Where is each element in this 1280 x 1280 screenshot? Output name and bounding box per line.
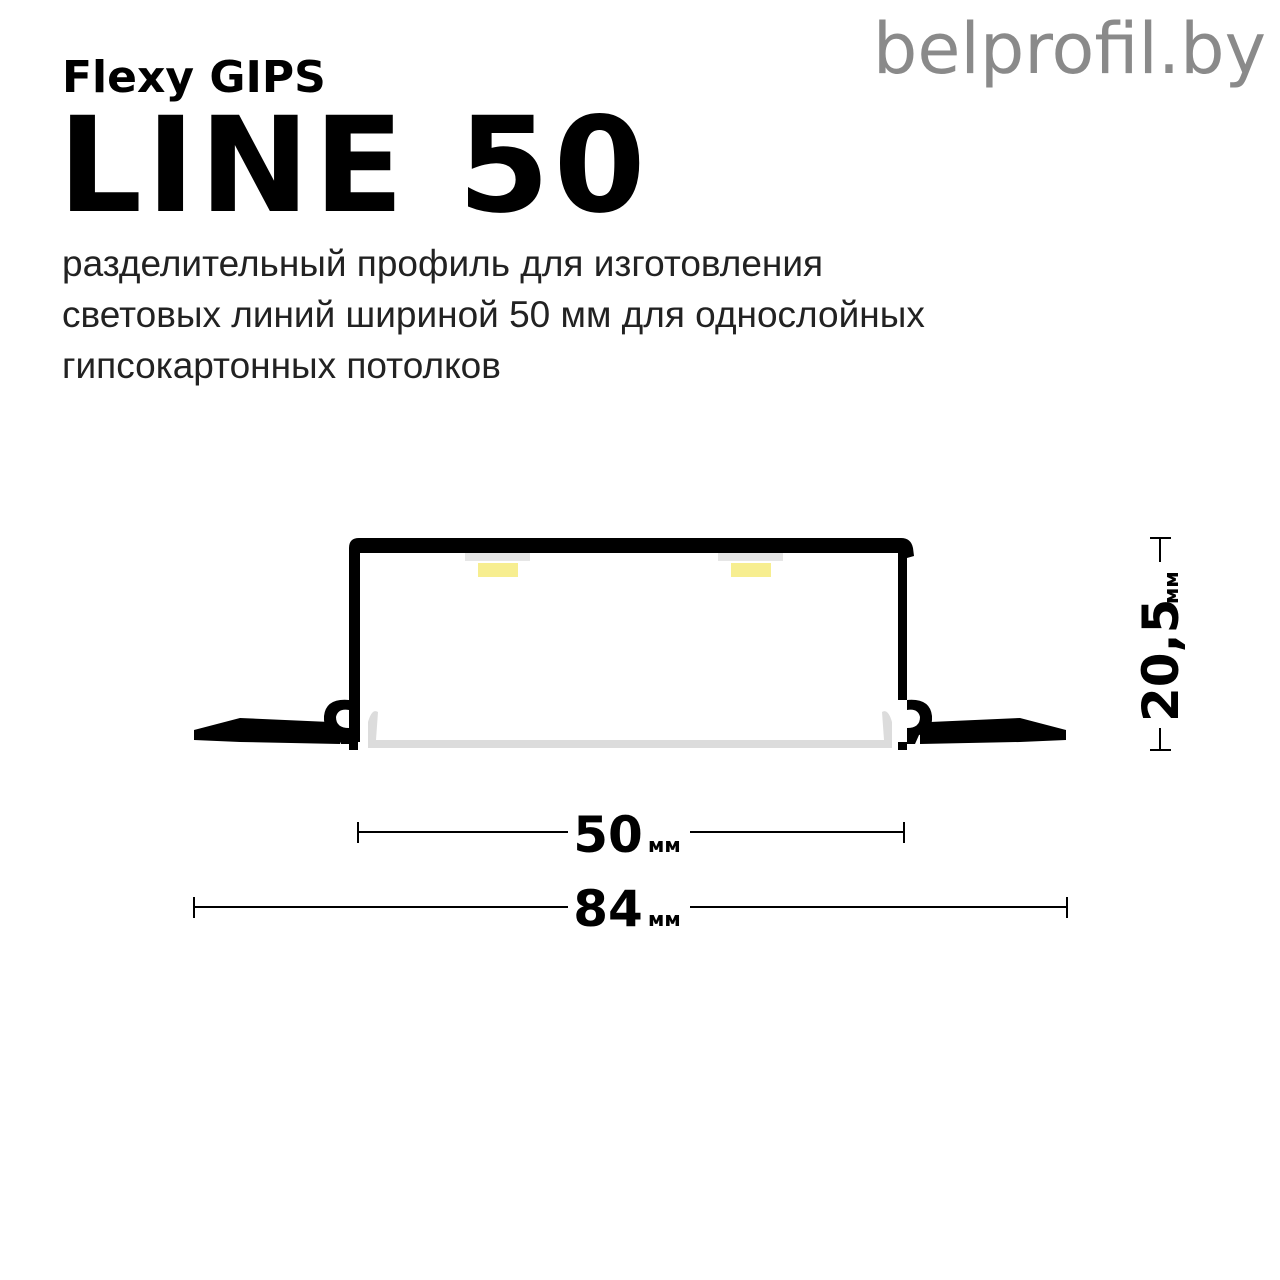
product-description: разделительный профиль для изготовления … bbox=[62, 238, 1162, 391]
brand-name: Flexy GIPS bbox=[62, 52, 326, 103]
left-clip bbox=[323, 699, 358, 750]
dimension-inner-width: 50 мм bbox=[357, 806, 905, 864]
inner-width-value: 50 bbox=[573, 806, 643, 864]
total-width-value: 84 bbox=[573, 880, 643, 938]
description-line-3: гипсокартонных потолков bbox=[62, 345, 501, 386]
left-flange bbox=[194, 718, 340, 744]
model-title: LINE 50 bbox=[58, 89, 650, 243]
dimension-total-width: 84 мм bbox=[193, 880, 1068, 938]
dimension-height: 20,5 мм bbox=[1132, 537, 1190, 751]
led-chip-right bbox=[731, 563, 771, 577]
led-chip-left bbox=[478, 563, 518, 577]
diffuser bbox=[368, 711, 892, 748]
profile-cross-section bbox=[194, 538, 1066, 750]
height-unit: мм bbox=[1159, 571, 1183, 604]
inner-width-unit: мм bbox=[648, 833, 681, 857]
right-clip bbox=[898, 699, 933, 750]
led-base-right bbox=[718, 553, 783, 561]
height-value: 20,5 bbox=[1132, 599, 1190, 722]
right-flange bbox=[920, 718, 1066, 744]
led-base-left bbox=[465, 553, 530, 561]
profile-body bbox=[349, 538, 914, 742]
watermark: belprofil.by bbox=[872, 8, 1266, 90]
total-width-unit: мм bbox=[648, 907, 681, 931]
description-line-2: световых линий шириной 50 мм для односло… bbox=[62, 294, 925, 335]
description-line-1: разделительный профиль для изготовления bbox=[62, 243, 824, 284]
